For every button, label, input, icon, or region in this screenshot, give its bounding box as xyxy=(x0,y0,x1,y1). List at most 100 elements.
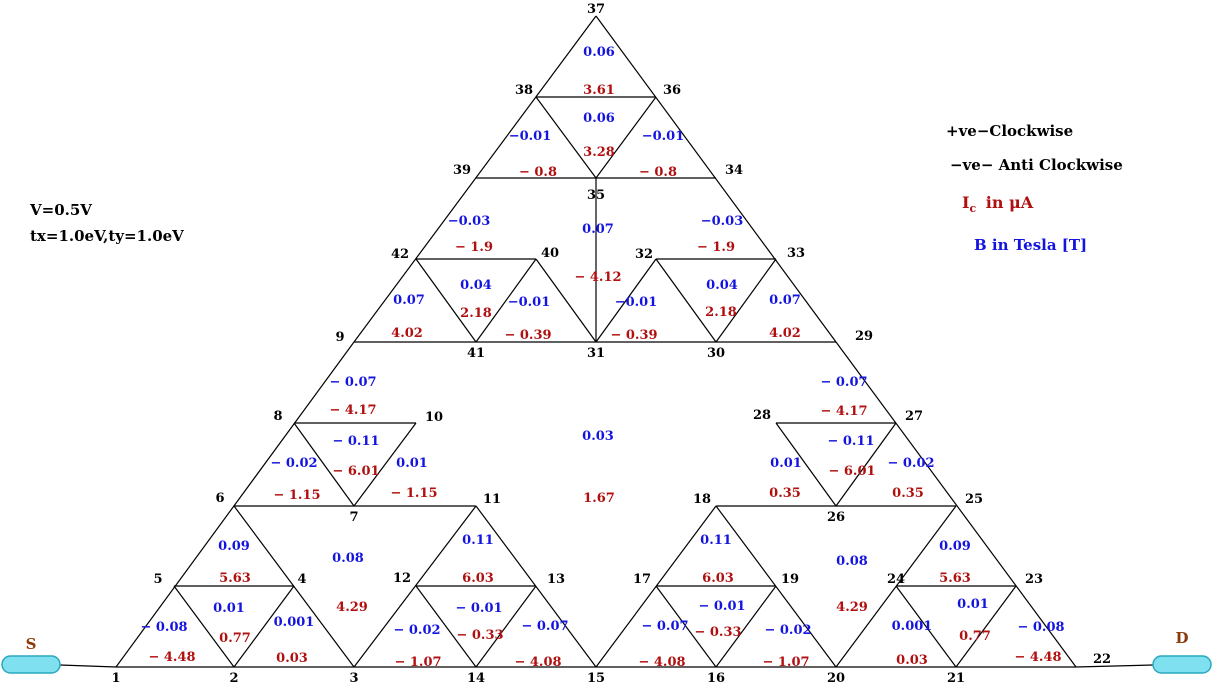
node-label-10: 10 xyxy=(425,410,443,425)
node-label-41: 41 xyxy=(467,346,485,361)
node-label-2: 2 xyxy=(229,671,238,686)
bond-1-9 xyxy=(115,341,355,668)
field-value-7: 0.07 xyxy=(582,222,614,237)
legend-field-unit: B in Tesla [T] xyxy=(974,236,1088,254)
bond-23-21 xyxy=(955,585,1017,668)
node-label-36: 36 xyxy=(663,83,681,98)
current-value-18: − 6.01 xyxy=(828,464,875,479)
current-value-31: − 4.48 xyxy=(148,650,195,665)
node-label-33: 33 xyxy=(787,246,805,261)
bond-12-14 xyxy=(415,585,477,668)
node-label-8: 8 xyxy=(273,409,282,424)
current-value-28: 4.29 xyxy=(836,600,868,615)
node-label-39: 39 xyxy=(453,163,471,178)
node-label-12: 12 xyxy=(393,571,411,586)
current-value-12: 4.02 xyxy=(391,326,423,341)
node-label-26: 26 xyxy=(827,510,845,525)
node-label-6: 6 xyxy=(215,491,224,506)
field-value-25: 0.11 xyxy=(462,533,494,548)
current-value-14: 1.67 xyxy=(583,491,615,506)
node-label-1: 1 xyxy=(111,671,120,686)
current-value-9: 2.18 xyxy=(705,305,737,320)
current-value-27: 4.29 xyxy=(336,600,368,615)
hopping-label: tx=1.0eV,ty=1.0eV xyxy=(30,227,184,245)
current-value-23: 5.63 xyxy=(219,571,251,586)
node-label-11: 11 xyxy=(483,492,501,507)
bond-10-7 xyxy=(353,422,417,507)
current-value-39: − 4.08 xyxy=(514,655,561,670)
bond-38-35 xyxy=(535,96,597,179)
bond-32-31 xyxy=(595,258,657,343)
node-label-3: 3 xyxy=(349,671,358,686)
node-label-28: 28 xyxy=(753,408,771,423)
field-value-14: 0.03 xyxy=(582,429,614,444)
node-label-29: 29 xyxy=(855,329,873,344)
bond-4-2 xyxy=(233,585,295,668)
field-value-6: −0.03 xyxy=(701,214,744,229)
legend-anticlockwise: −ve− Anti Clockwise xyxy=(950,156,1123,174)
node-label-19: 19 xyxy=(781,572,799,587)
node-label-13: 13 xyxy=(547,572,565,587)
node-label-14: 14 xyxy=(467,671,485,686)
node-label-27: 27 xyxy=(905,409,923,424)
field-value-5: −0.03 xyxy=(448,214,491,229)
current-value-38: − 0.33 xyxy=(694,625,741,640)
field-value-18: − 0.11 xyxy=(827,434,874,449)
bond-9-37 xyxy=(353,15,597,343)
field-value-37: − 0.01 xyxy=(455,601,502,616)
current-value-13: 4.02 xyxy=(769,326,801,341)
legend-clockwise: +ve−Clockwise xyxy=(946,122,1074,140)
node-label-17: 17 xyxy=(633,572,651,587)
bond-33-30 xyxy=(715,258,777,343)
current-value-32: − 4.48 xyxy=(1014,650,1061,665)
drain-label: D xyxy=(1175,629,1188,647)
drain-lead-wire xyxy=(1075,664,1154,668)
current-value-26: 6.03 xyxy=(702,571,734,586)
current-value-6: − 1.9 xyxy=(697,240,735,255)
field-value-26: 0.11 xyxy=(700,533,732,548)
current-value-34: 0.03 xyxy=(896,653,928,668)
node-label-34: 34 xyxy=(725,163,743,178)
current-value-35: − 1.07 xyxy=(394,655,441,670)
source-label: S xyxy=(26,635,37,653)
node-label-16: 16 xyxy=(707,671,725,686)
current-value-15: − 4.17 xyxy=(329,403,376,418)
current-value-10: − 0.39 xyxy=(504,328,551,343)
node-label-5: 5 xyxy=(153,572,162,587)
current-value-17: − 6.01 xyxy=(332,464,379,479)
node-label-9: 9 xyxy=(335,330,344,345)
field-value-13: 0.07 xyxy=(769,293,801,308)
current-value-25: 6.03 xyxy=(462,571,494,586)
field-value-21: 0.01 xyxy=(770,456,802,471)
bond-13-14 xyxy=(475,585,537,668)
current-value-3: − 0.8 xyxy=(519,165,557,180)
source-lead xyxy=(1,655,61,674)
field-value-11: −0.01 xyxy=(615,295,658,310)
bond-36-35 xyxy=(595,96,657,179)
node-label-40: 40 xyxy=(541,246,559,261)
bond-40-41 xyxy=(475,258,537,343)
node-label-42: 42 xyxy=(391,247,409,262)
node-label-30: 30 xyxy=(707,346,725,361)
field-value-34: 0.001 xyxy=(892,619,933,634)
current-value-22: 0.35 xyxy=(892,486,924,501)
current-value-1: 3.61 xyxy=(583,83,615,98)
field-value-3: −0.01 xyxy=(509,129,552,144)
field-value-15: − 0.07 xyxy=(329,375,376,390)
current-value-21: 0.35 xyxy=(769,486,801,501)
field-value-35: − 0.02 xyxy=(393,623,440,638)
bond-32-30 xyxy=(655,258,717,343)
current-value-20: − 1.15 xyxy=(390,486,437,501)
node-label-25: 25 xyxy=(965,492,983,507)
field-value-22: − 0.02 xyxy=(887,456,934,471)
field-value-8: 0.04 xyxy=(460,278,492,293)
bond-19-16 xyxy=(715,585,777,668)
source-lead-wire xyxy=(59,664,117,668)
current-subscript: c xyxy=(969,202,977,216)
node-label-24: 24 xyxy=(887,572,905,587)
